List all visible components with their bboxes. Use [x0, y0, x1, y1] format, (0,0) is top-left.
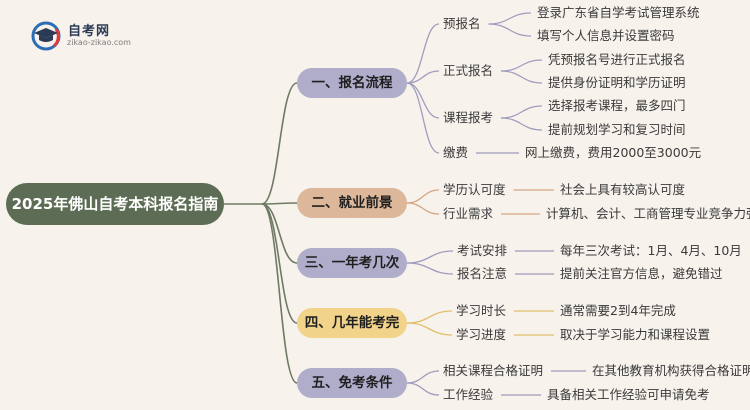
branch-label: 正式报名 — [443, 63, 494, 78]
detail-label: 取决于学习能力和课程设置 — [560, 327, 711, 342]
connector-line — [406, 250, 454, 264]
branch-label: 报名注意 — [457, 266, 508, 281]
detail-label: 计算机、会计、工商管理专业竞争力强 — [546, 206, 750, 221]
detail-label: 通常需要2到4年完成 — [560, 303, 676, 318]
detail-label: 网上缴费，费用2000至3000元 — [525, 145, 702, 160]
logo-url: zikao-zikao.com — [67, 38, 131, 47]
logo-name: 自考网 — [68, 24, 111, 39]
detail-label: 登录广东省自学考试管理系统 — [537, 5, 700, 20]
connector-line — [406, 82, 440, 154]
connector-line — [488, 23, 532, 37]
branch-label: 缴费 — [443, 145, 469, 160]
detail-label: 提前关注官方信息，避免错过 — [560, 266, 723, 281]
branch-label: 行业需求 — [443, 206, 494, 221]
category-node: 三、一年考几次 — [297, 248, 407, 278]
connector-line — [406, 189, 440, 204]
connector-line — [261, 203, 298, 324]
connector-line — [406, 23, 440, 84]
detail-label: 具备相关工作经验可申请免考 — [547, 387, 710, 402]
connector-line — [406, 322, 453, 336]
connector-line — [488, 12, 532, 25]
detail-label: 选择报考课程，最多四门 — [548, 98, 686, 113]
branch-label: 学习进度 — [456, 327, 507, 342]
connector-line — [500, 117, 543, 131]
detail-label: 填写个人信息并设置密码 — [537, 28, 675, 43]
connector-line — [406, 262, 454, 275]
connector-line — [406, 382, 440, 396]
connector-line — [261, 203, 298, 384]
detail-label: 每年三次考试：1月、4月、10月 — [560, 243, 742, 258]
category-node: 二、就业前景 — [297, 188, 407, 218]
connector-line — [406, 82, 440, 119]
detail-label: 提供身份证明和学历证明 — [548, 75, 686, 90]
branch-label: 学习时长 — [456, 303, 507, 318]
connector-line — [406, 202, 440, 215]
detail-label: 提前规划学习和复习时间 — [548, 122, 686, 137]
connector-line — [406, 70, 440, 84]
connector-line — [500, 59, 543, 72]
category-node: 一、报名流程 — [297, 68, 407, 98]
detail-label: 在其他教育机构获得合格证明 — [592, 363, 750, 378]
connector-line — [261, 82, 298, 205]
root-node: 2025年佛山自考本科报名指南 — [6, 183, 224, 225]
category-node: 四、几年能考完 — [297, 308, 407, 338]
connector-line — [500, 105, 543, 119]
site-logo[interactable]: 自考网 zikao-zikao.com — [30, 18, 170, 56]
graduation-cap-icon — [31, 21, 61, 51]
branch-label: 学历认可度 — [443, 182, 506, 197]
connector-line — [261, 202, 298, 205]
branch-label: 考试安排 — [457, 243, 508, 258]
connector-line — [261, 203, 298, 264]
connector-line — [406, 370, 440, 384]
branch-label: 相关课程合格证明 — [443, 363, 544, 378]
branch-label: 课程报考 — [443, 110, 494, 125]
connector-line — [500, 70, 543, 84]
detail-label: 凭预报名号进行正式报名 — [548, 52, 686, 67]
connector-line — [406, 310, 453, 324]
branch-label: 预报名 — [443, 16, 481, 31]
detail-label: 社会上具有较高认可度 — [560, 182, 686, 197]
branch-label: 工作经验 — [443, 387, 494, 402]
category-node: 五、免考条件 — [297, 368, 407, 398]
